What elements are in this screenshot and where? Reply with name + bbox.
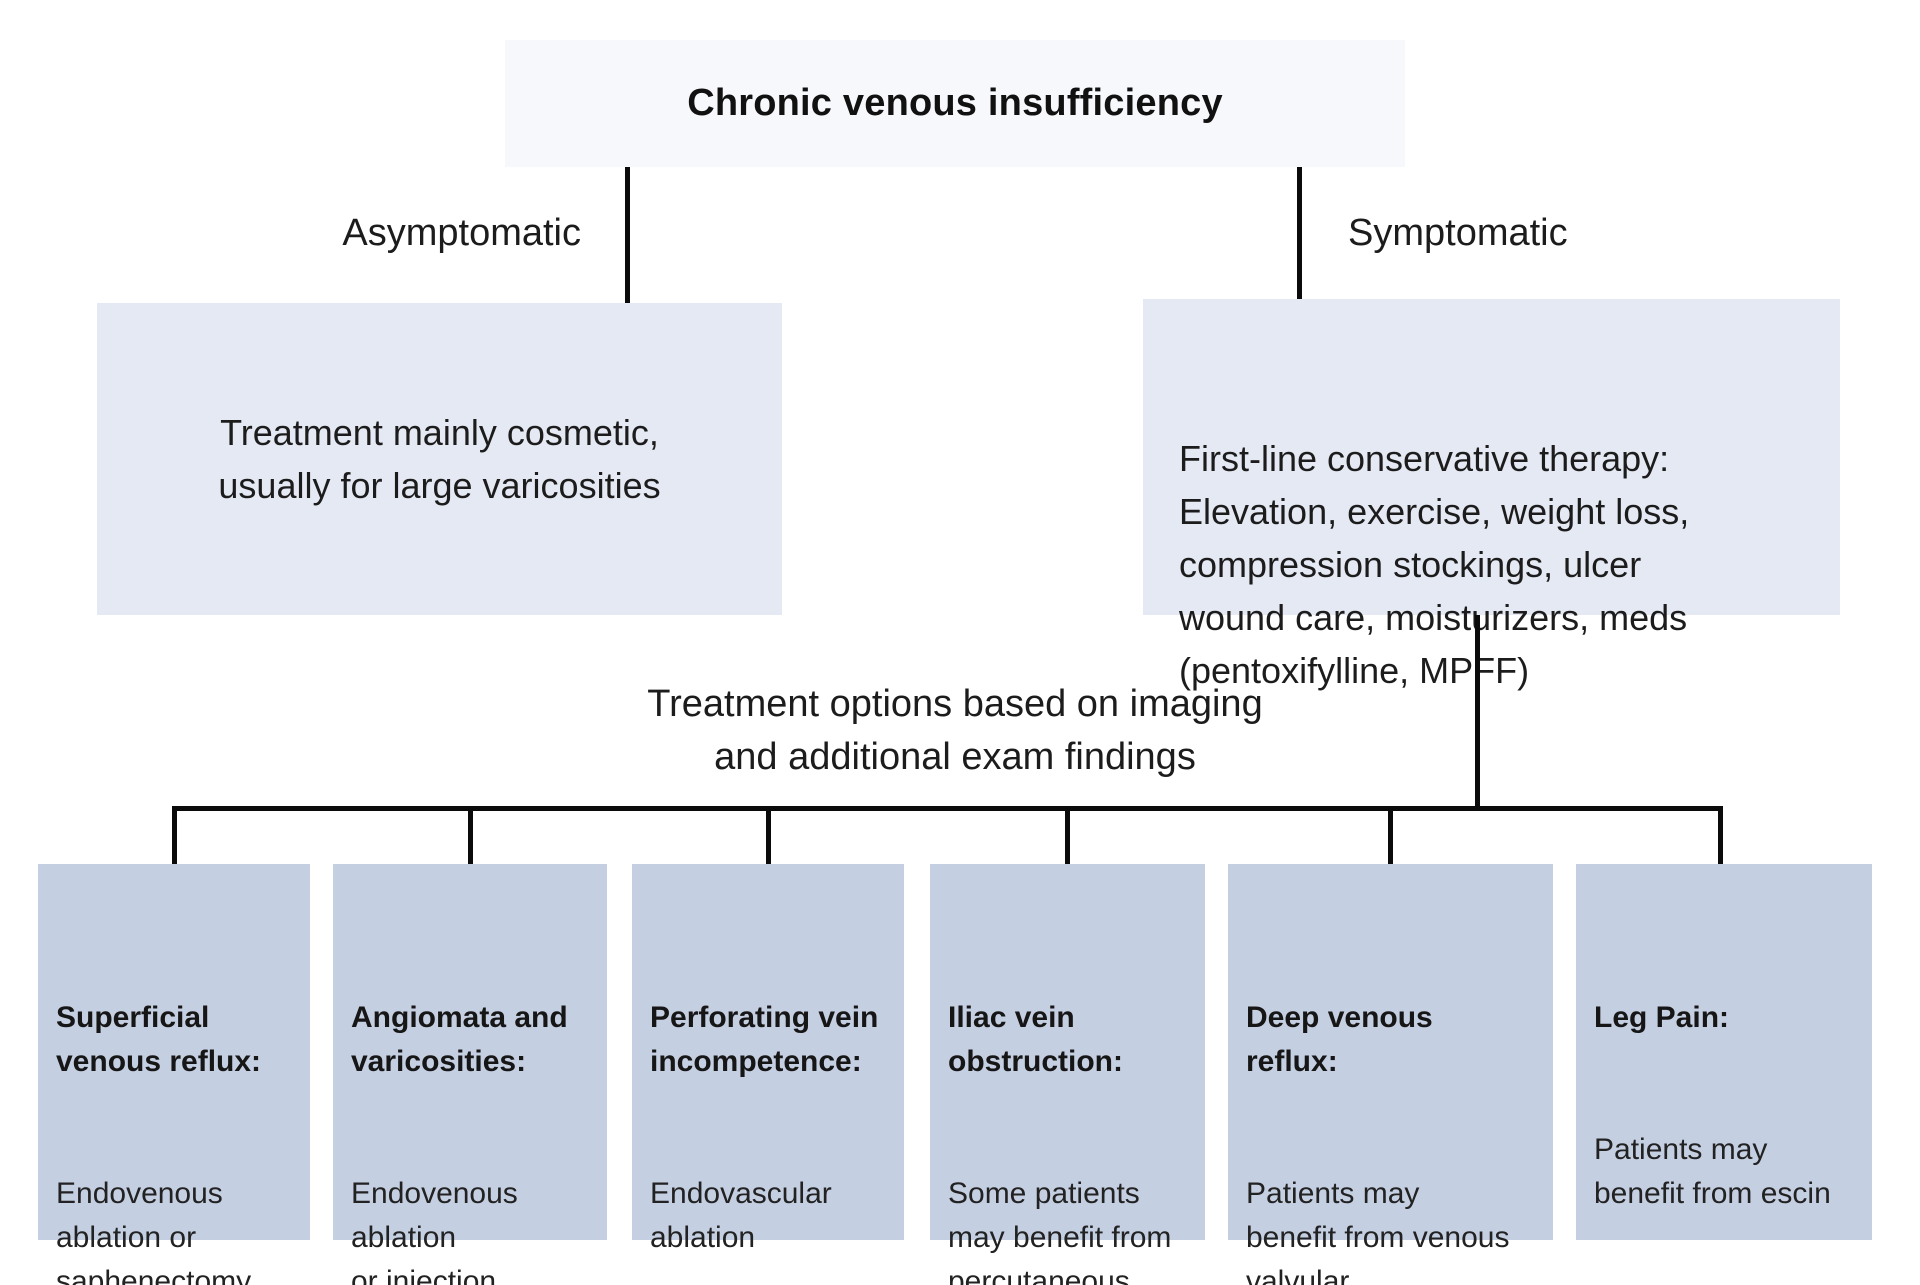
symptomatic-treatment-text: First-line conservative therapy: Elevati… <box>1179 438 1690 691</box>
symptomatic-label: Symptomatic <box>1348 212 1568 254</box>
option-drop-line-5 <box>1388 806 1393 867</box>
option-box-body: Endovenous ablation or injection sclerot… <box>351 1177 518 1285</box>
option-box-leg-pain: Leg Pain: Patients may benefit from esci… <box>1576 864 1872 1240</box>
symptomatic-treatment-box: First-line conservative therapy: Elevati… <box>1143 299 1840 691</box>
options-rail-line <box>172 806 1723 811</box>
asymptomatic-label: Asymptomatic <box>342 212 581 254</box>
option-box-title: Perforating vein incompetence: <box>650 1001 879 1078</box>
option-box-body: Some patients may benefit from percutane… <box>948 1177 1172 1285</box>
option-box-body: Patients may benefit from venous valvula… <box>1246 1177 1510 1285</box>
option-box-title: Iliac vein obstruction: <box>948 1001 1123 1078</box>
option-box-superficial-venous-reflux: Superficial venous reflux: Endovenous ab… <box>38 864 310 1285</box>
option-box-title: Deep venous reflux: <box>1246 1001 1433 1078</box>
root-node-title: Chronic venous insufficiency <box>687 82 1223 124</box>
option-drop-line-4 <box>1065 806 1070 867</box>
option-box-body: Endovascular ablation <box>650 1177 832 1254</box>
option-drop-line-2 <box>468 806 473 867</box>
option-box-angiomata-varicosities: Angiomata and varicosities: Endovenous a… <box>333 864 607 1285</box>
option-drop-line-3 <box>766 806 771 867</box>
asymptomatic-treatment-box: Treatment mainly cosmetic, usually for l… <box>97 303 782 615</box>
treatment-options-heading: Treatment options based on imaging and a… <box>647 683 1263 778</box>
option-drop-line-6 <box>1718 806 1723 867</box>
option-box-title: Leg Pain: <box>1594 1001 1730 1034</box>
root-node: Chronic venous insufficiency <box>505 40 1405 167</box>
option-box-body: Patients may benefit from escin <box>1594 1133 1831 1210</box>
asymptomatic-branch-line <box>625 167 630 304</box>
option-box-iliac-vein-obstruction: Iliac vein obstruction: Some patients ma… <box>930 864 1205 1285</box>
symptomatic-to-options-line <box>1475 615 1480 811</box>
option-box-perforating-vein-incompetence: Perforating vein incompetence: Endovascu… <box>632 864 904 1254</box>
option-box-title: Angiomata and varicosities: <box>351 1001 568 1078</box>
option-box-body: Endovenous ablation or saphenectomy <box>56 1177 252 1285</box>
asymptomatic-treatment-text: Treatment mainly cosmetic, usually for l… <box>218 412 661 506</box>
symptomatic-branch-line <box>1297 167 1302 300</box>
option-box-deep-venous-reflux: Deep venous reflux: Patients may benefit… <box>1228 864 1553 1285</box>
option-box-title: Superficial venous reflux: <box>56 1001 262 1078</box>
option-drop-line-1 <box>172 806 177 867</box>
